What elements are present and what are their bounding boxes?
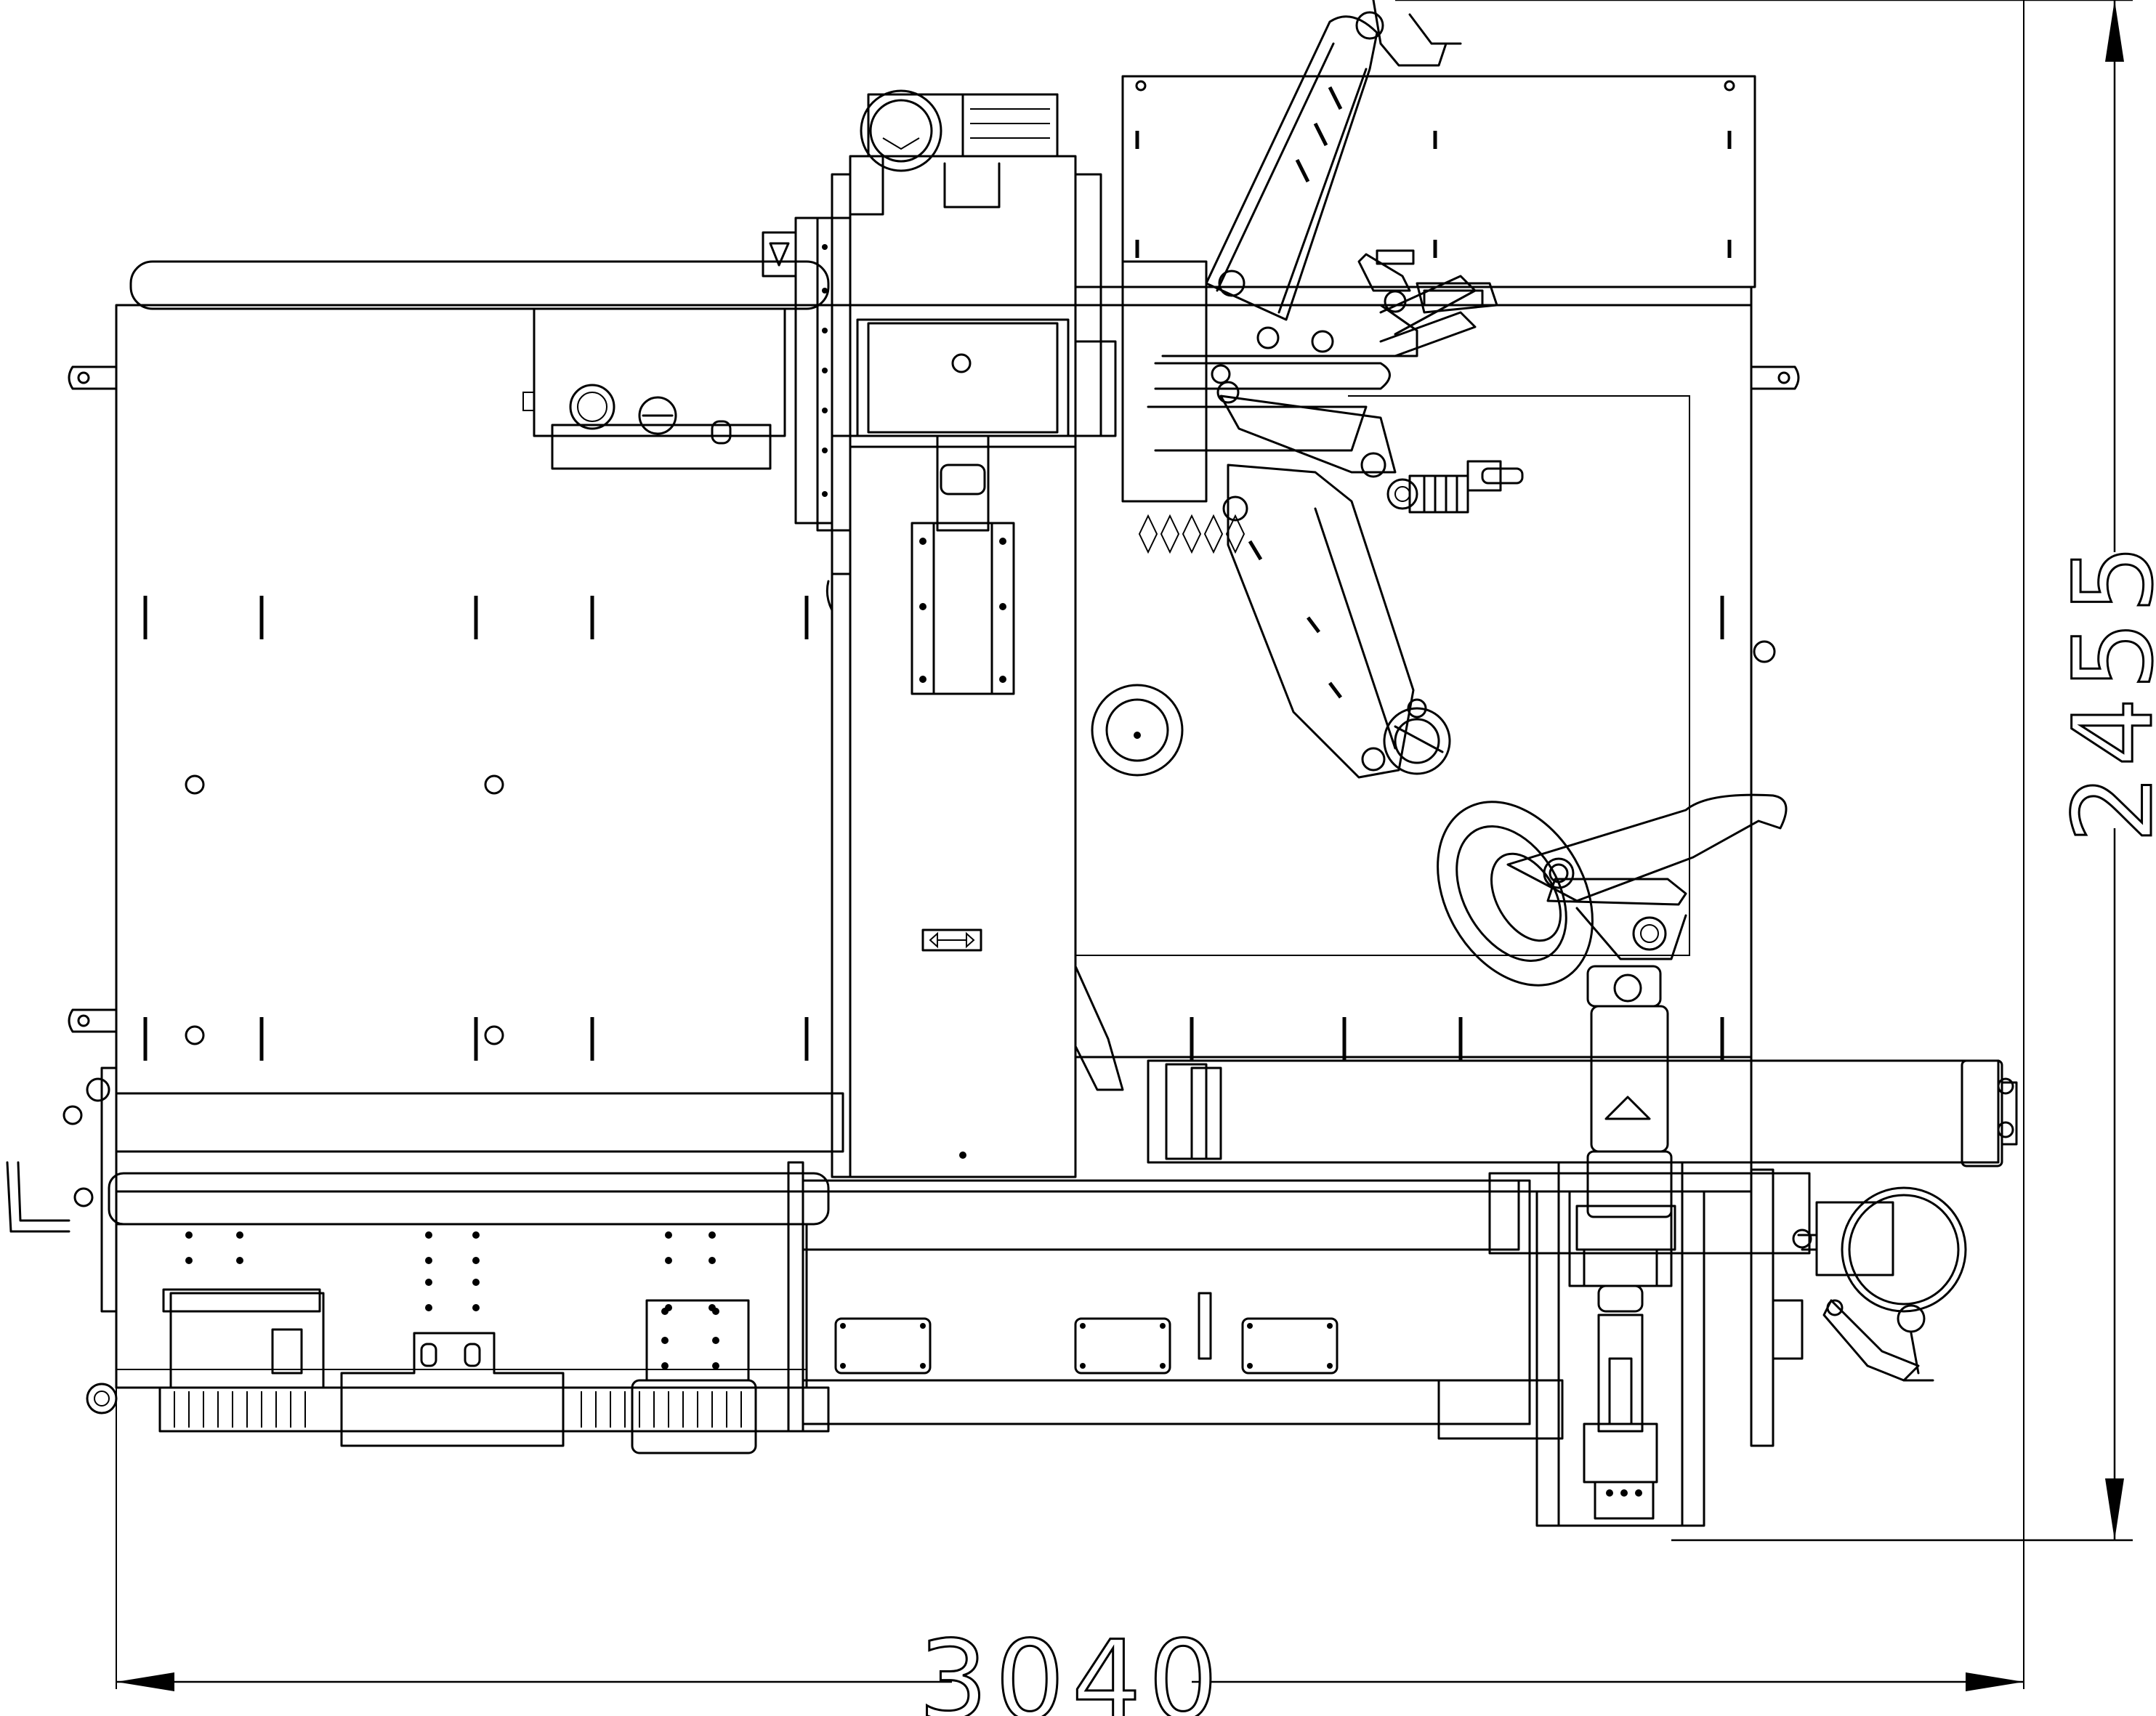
width-dimension-label: 3040 [918,1618,1225,1716]
dimension-height: 2455 [1395,0,2156,1542]
control-box [522,307,786,470]
base-slots [143,596,1776,1061]
central-beam [787,1161,1531,1433]
main-column [825,89,1124,1178]
lower-lever-arm [1216,381,1451,779]
left-rail [6,1067,844,1454]
tower [1575,1005,1676,1251]
flange-plate [762,173,852,532]
right-rail [1147,1059,2018,1167]
dimension-width: 3040 [116,1617,2024,1716]
right-bracket [1437,1161,1967,1527]
upper-lever-arm [1205,0,1462,349]
right-top-panel [1074,75,1756,1059]
central-hub [1121,249,1524,514]
helper-arm [1437,793,1788,1008]
height-dimension-label: 2455 [2051,537,2156,843]
